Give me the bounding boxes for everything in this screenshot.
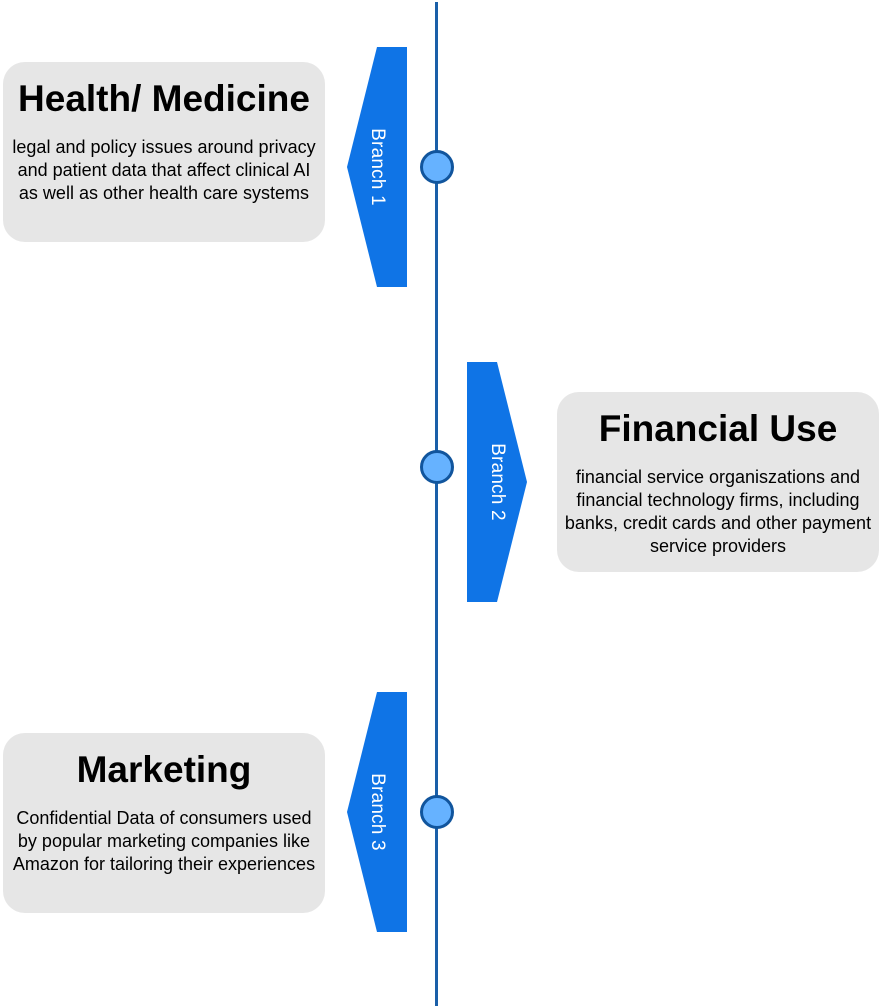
card-description: Confidential Data of consumers used by p… [12, 808, 316, 874]
branch-label: Branch 2 [487, 443, 508, 521]
branch-flag-shape [467, 362, 527, 602]
branch-label: Branch 1 [367, 128, 388, 206]
timeline-node-2 [420, 450, 454, 484]
card-title: Marketing [76, 749, 252, 790]
card-description: financial service organiszations and fin… [564, 467, 872, 556]
timeline-node-1 [420, 150, 454, 184]
branch-flag-1: Branch 1 [347, 47, 407, 287]
card-financial-use: Financial Use financial service organisz… [557, 392, 879, 572]
card-description: legal and policy issues around privacy a… [12, 137, 316, 203]
branch-flag-2: Branch 2 [467, 362, 527, 602]
branch-label: Branch 3 [367, 773, 388, 851]
card-health-medicine: Health/ Medicine legal and policy issues… [3, 62, 325, 242]
card-title: Health/ Medicine [18, 78, 310, 119]
branch-flag-shape [347, 47, 407, 287]
timeline-node-3 [420, 795, 454, 829]
card-title: Financial Use [598, 408, 838, 449]
timeline-line [435, 2, 438, 1006]
branch-flag-3: Branch 3 [347, 692, 407, 932]
card-marketing: Marketing Confidential Data of consumers… [3, 733, 325, 913]
branch-flag-shape [347, 692, 407, 932]
